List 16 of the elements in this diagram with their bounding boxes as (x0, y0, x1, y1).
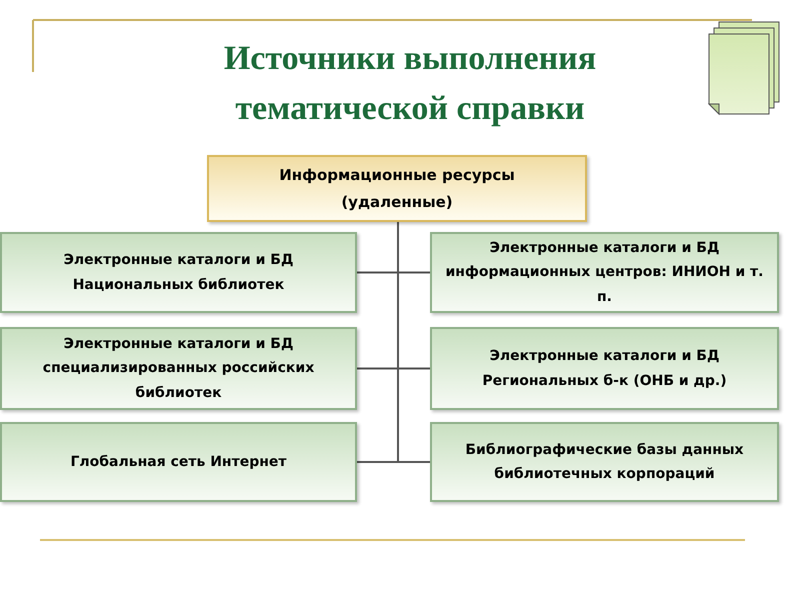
box-text: Информационные ресурсы (удаленные) (278, 165, 516, 212)
box-text: Электронные каталоги и БД Региональных б-к (ОНБ и др.) (481, 347, 728, 390)
title: Источники выполнения тематической справки (222, 39, 598, 129)
box-text: Электронные каталоги и БД специализированных российских библиотек (42, 334, 316, 403)
connector-line (397, 222, 430, 463)
category-box (0, 232, 357, 313)
category-box (430, 422, 779, 502)
root-box (207, 155, 587, 222)
category-box (0, 327, 357, 410)
box-text: Электронные каталоги и БД информационных центров: ИНИОН и т. п. (444, 238, 764, 307)
category-box (430, 232, 779, 313)
category-box (430, 327, 779, 410)
box-text: Библиографические базы данных библиотечных корпораций (464, 440, 745, 484)
category-box (0, 422, 357, 502)
box-text: Электронные каталоги и БД Национальных библиотек (62, 251, 294, 294)
box-text: Глобальная сеть Интернет (70, 452, 287, 472)
